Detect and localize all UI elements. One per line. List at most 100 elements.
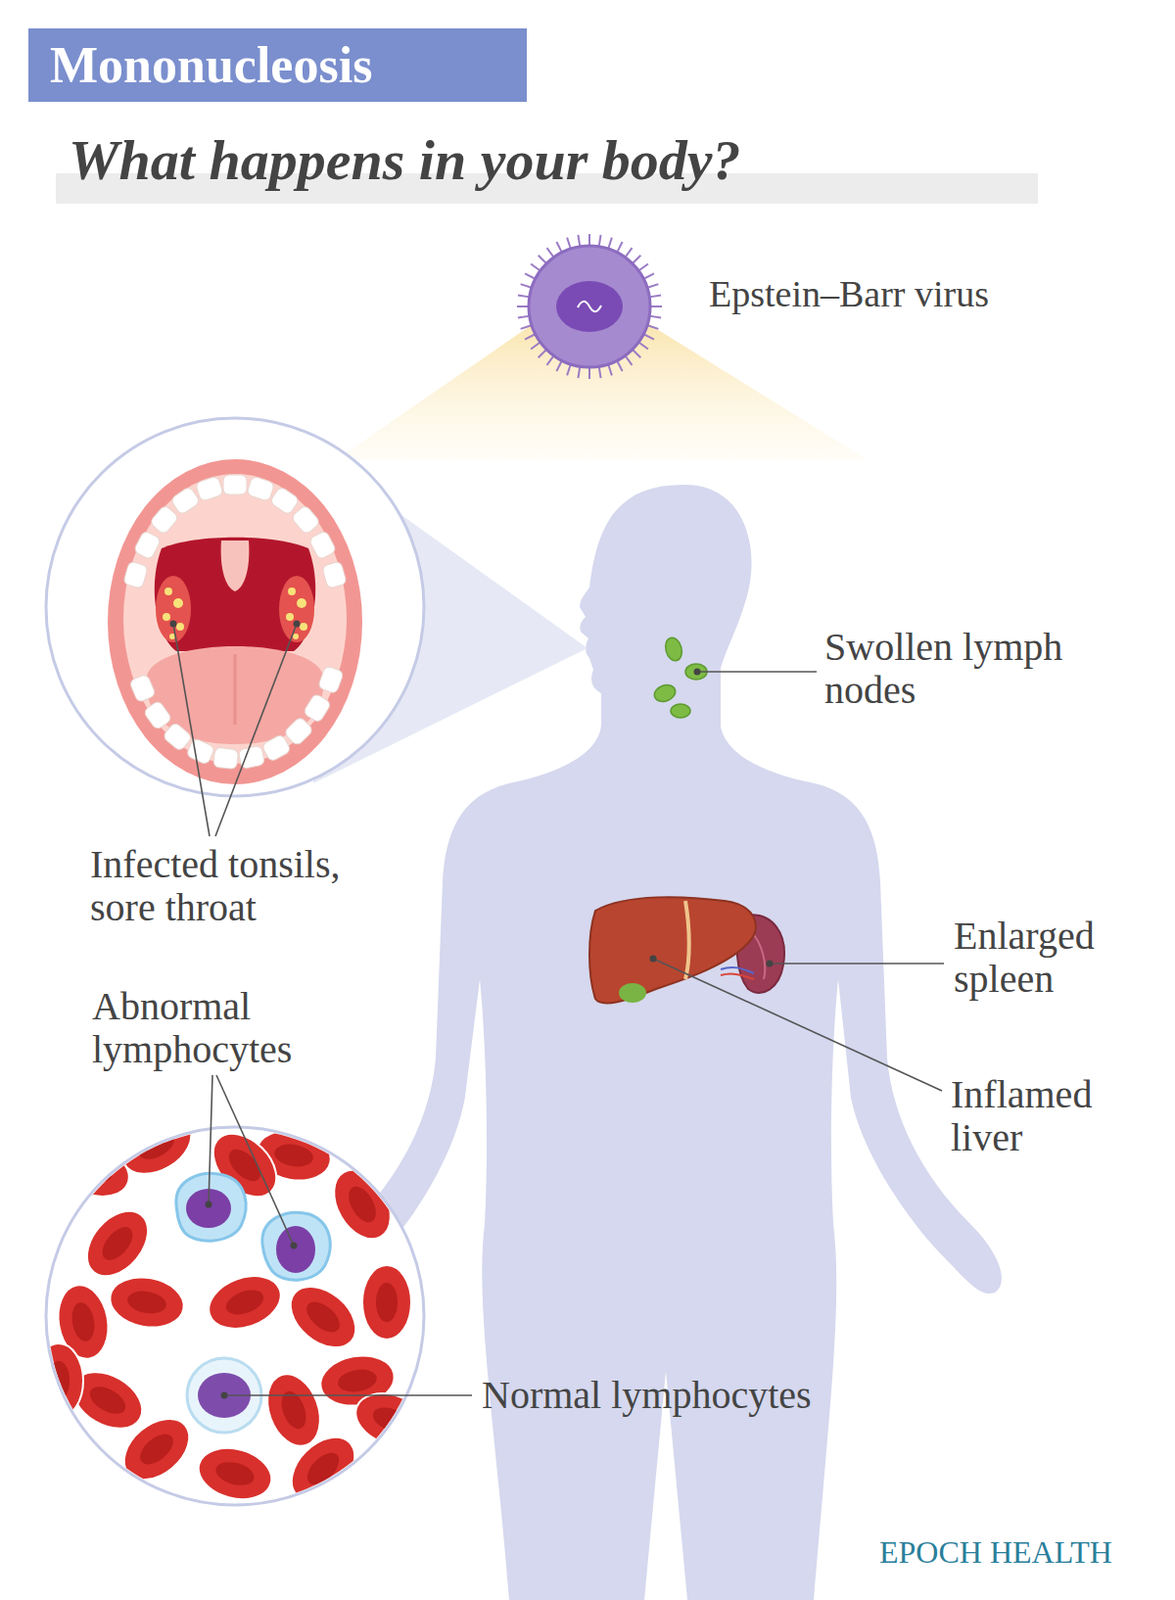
tooth (322, 561, 348, 590)
tooth (194, 475, 224, 502)
virus (577, 301, 602, 312)
lymph-nodes (670, 704, 691, 718)
tonsil-spots (162, 587, 308, 640)
red-blood-cell (70, 1153, 115, 1187)
red-blood-cell (258, 1366, 330, 1455)
part-label: Enlarged spleen (953, 914, 1160, 1001)
tongue-line (234, 654, 237, 725)
blood-vessel (720, 974, 754, 980)
red-blood-cell (272, 1141, 315, 1171)
tooth (142, 700, 173, 731)
mouth-inset (46, 418, 424, 797)
red-blood-cell (279, 1273, 368, 1360)
red-blood-cell (301, 1296, 346, 1339)
red-blood-cell (362, 1265, 412, 1340)
lymph-nodes (652, 635, 707, 718)
red-blood-cell (74, 1199, 160, 1288)
leader-dot (290, 1242, 298, 1250)
lymph-nodes (662, 635, 685, 662)
tooth (162, 721, 193, 752)
tooth (129, 673, 157, 704)
red-blood-cell (96, 1222, 140, 1267)
red-blood-cell (213, 1457, 257, 1490)
tonsil-spots (164, 587, 173, 596)
blood-inset (34, 1105, 435, 1512)
leader-dot (293, 620, 301, 628)
tonsil-spots (162, 612, 171, 621)
red-blood-cell (49, 1134, 138, 1207)
red-blood-cell (362, 1265, 412, 1340)
tonsil-spots (296, 598, 307, 609)
liver-ligament (685, 900, 690, 980)
abnormal-lymphocyte (262, 1212, 330, 1280)
leader-line (697, 670, 817, 673)
tooth (123, 561, 149, 590)
spleen (753, 935, 765, 980)
red-blood-cell (135, 1428, 180, 1471)
title-text: Mononucleosis (28, 36, 373, 94)
virus (528, 245, 651, 368)
red-blood-cell (69, 1300, 98, 1343)
palate (123, 473, 347, 764)
virus (556, 281, 623, 332)
leader-line (653, 958, 942, 1091)
red-blood-cell (258, 1366, 330, 1455)
tooth (223, 474, 247, 495)
throat (154, 537, 316, 652)
tooth (261, 733, 292, 762)
tooth (290, 504, 322, 535)
blood-inset (34, 1105, 435, 1512)
subtitle: What happens in your body? (68, 129, 1048, 192)
red-blood-cell (134, 1126, 180, 1165)
abnormal-lymphocyte (276, 1225, 316, 1273)
tooth (308, 529, 337, 561)
part-label: Swollen lymph nodes (824, 625, 1070, 712)
virus-label: Epstein–Barr virus (708, 274, 1121, 316)
leader-lines (170, 620, 945, 1400)
leader-dot (205, 1201, 213, 1209)
part-label: Infected tonsils, sore throat (90, 843, 414, 930)
red-blood-cell (74, 1199, 160, 1288)
tooth (213, 747, 239, 770)
part-label: Inflamed liver (950, 1073, 1147, 1160)
red-blood-cell (105, 1271, 188, 1333)
red-blood-cell (335, 1366, 378, 1396)
tooth (133, 529, 162, 561)
red-blood-cell (376, 1282, 398, 1322)
leader-dot (650, 955, 658, 963)
red-blood-cell (279, 1424, 367, 1512)
red-blood-cell (125, 1288, 168, 1317)
abnormal-lymphocyte (262, 1212, 330, 1280)
part-label: Abnormal lymphocytes (92, 985, 347, 1072)
red-blood-cell (222, 1285, 267, 1319)
part-label: Normal lymphocytes (481, 1373, 893, 1417)
leader-dot (221, 1392, 229, 1400)
leader-dot (766, 960, 774, 968)
tooth (148, 504, 180, 535)
watermark: EPOCH HEALTH (879, 1535, 1164, 1570)
tonsil (279, 575, 315, 643)
virus (517, 234, 662, 379)
liver (589, 896, 756, 1003)
tooth (246, 475, 276, 502)
tooth (282, 715, 314, 747)
abnormal-lymphocyte (176, 1173, 246, 1241)
abnormal-lymphocyte (176, 1173, 246, 1241)
red-blood-cell (49, 1134, 138, 1207)
leader-dot (694, 668, 702, 676)
tonsil-spots (299, 622, 308, 631)
red-blood-cell (201, 1267, 289, 1339)
red-blood-cell (192, 1440, 278, 1507)
title-band: Mononucleosis (28, 28, 527, 102)
tonsil-spots (292, 633, 299, 640)
tooth (186, 737, 216, 765)
leader-line (216, 1075, 294, 1246)
red-blood-cell (34, 1343, 84, 1418)
red-blood-cell (85, 1380, 131, 1419)
liver (589, 896, 785, 1003)
leader-line (769, 962, 944, 965)
lymph-nodes (652, 682, 678, 705)
tonsil-spots (285, 612, 294, 621)
lips (107, 459, 363, 785)
blood-vessel (720, 967, 754, 974)
